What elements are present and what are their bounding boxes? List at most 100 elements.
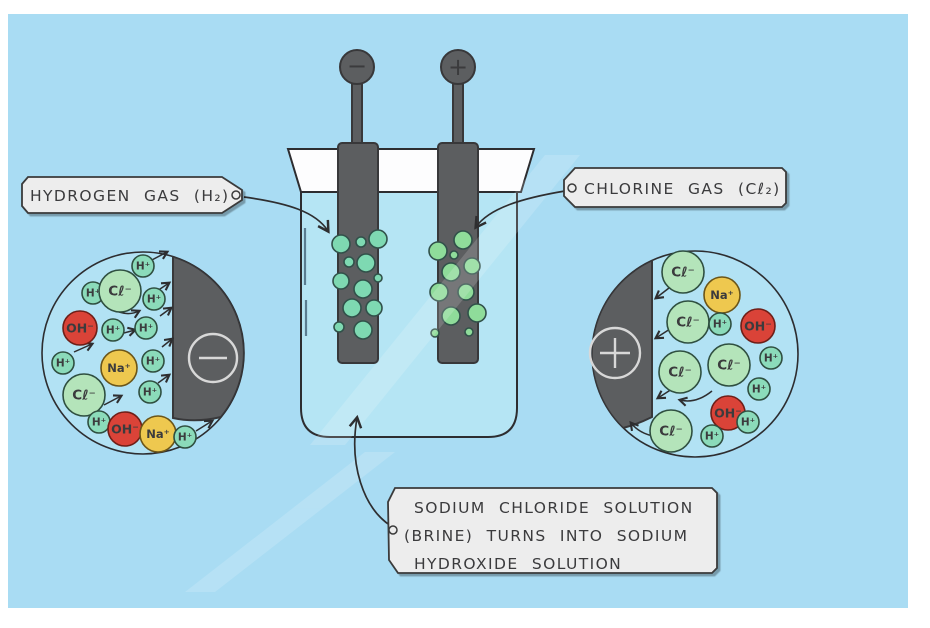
- streak: [310, 155, 580, 445]
- ion-Cl: [661, 250, 705, 294]
- drift-arrow: [157, 375, 169, 384]
- ion-label: Cℓ⁻: [717, 358, 740, 374]
- ion-H: [138, 380, 162, 404]
- ion-label: OH⁻: [714, 406, 742, 421]
- ion-H: [747, 377, 771, 401]
- ion-label: H⁺: [143, 387, 157, 399]
- anode-terminal-sign: +: [448, 53, 468, 81]
- gas-bubble: [464, 327, 474, 337]
- gas-bubble: [365, 299, 383, 317]
- ion-label: Cℓ⁻: [72, 388, 95, 404]
- ion-label: H⁺: [92, 417, 106, 429]
- hydrogen-arrow: [243, 196, 330, 234]
- ion-label: H⁺: [713, 319, 727, 331]
- drift-arrow: [161, 339, 172, 348]
- ion-Cl: [62, 373, 106, 417]
- ion-label: H⁺: [764, 353, 778, 365]
- anode-inset: Cℓ⁻Na⁺Cℓ⁻H⁺OH⁻Cℓ⁻H⁺Cℓ⁻H⁺OH⁻H⁺Cℓ⁻H⁺: [588, 250, 799, 458]
- gas-bubble: [463, 257, 481, 275]
- chlorine-bubbles: [428, 230, 487, 338]
- gas-bubble: [430, 328, 440, 338]
- hydrogen-gas-tag: HYDROGEN GAS (H₂): [21, 176, 243, 214]
- drift-arrow: [159, 308, 171, 317]
- ion-label: H⁺: [86, 288, 100, 300]
- ion-Cl: [707, 343, 751, 387]
- ion-label: H⁺: [705, 431, 719, 443]
- cathode-stem: [351, 79, 363, 151]
- streak: [185, 452, 395, 592]
- drift-arrow: [195, 421, 212, 432]
- ion-label: OH⁻: [111, 422, 139, 437]
- brine-label-line1: SODIUM CHLORIDE SOLUTION: [414, 499, 694, 517]
- ion-label: H⁺: [147, 294, 161, 306]
- tag-knob-icon: [388, 525, 398, 535]
- tag-shape: [563, 167, 787, 208]
- ion-OH: [740, 308, 776, 344]
- ion-H: [173, 425, 197, 449]
- gas-bubble: [457, 283, 475, 301]
- hydrogen-gas-label: HYDROGEN GAS (H₂): [30, 187, 230, 205]
- tag-knob-icon: [567, 183, 577, 193]
- ion-label: Cℓ⁻: [668, 365, 691, 381]
- tag-shape: [21, 176, 243, 214]
- ion-label: Na⁺: [107, 361, 130, 375]
- gas-bubble: [343, 256, 355, 268]
- drift-arrow: [123, 330, 135, 333]
- gas-bubble: [353, 320, 373, 340]
- plus-ring-icon: [588, 326, 642, 380]
- gas-bubble: [429, 282, 449, 302]
- ion-H: [134, 316, 158, 340]
- callout-arrows: [243, 190, 566, 527]
- gas-bubble: [467, 303, 487, 323]
- beaker-rim-band: [286, 148, 536, 193]
- ion-label: H⁺: [139, 323, 153, 335]
- brine-label-line2: (BRINE) TURNS INTO SODIUM: [404, 527, 688, 545]
- chlorine-gas-tag: CHLORINE GAS (Cℓ₂): [563, 167, 787, 208]
- ion-OH: [62, 310, 98, 346]
- gas-bubble: [342, 298, 362, 318]
- ions-right: Cℓ⁻Na⁺Cℓ⁻H⁺OH⁻Cℓ⁻H⁺Cℓ⁻H⁺OH⁻H⁺Cℓ⁻H⁺: [649, 250, 783, 453]
- ion-H: [51, 351, 75, 375]
- ion-H: [759, 346, 783, 370]
- cathode-terminal: [339, 49, 375, 85]
- ion-label: Na⁺: [146, 427, 169, 441]
- anode-terminal: [440, 49, 476, 85]
- ion-label: H⁺: [146, 356, 160, 368]
- beaker: [286, 148, 536, 438]
- gas-bubble: [441, 262, 461, 282]
- ion-H: [142, 287, 166, 311]
- gas-bubble: [332, 272, 350, 290]
- ion-H: [708, 312, 732, 336]
- gas-bubble: [428, 241, 448, 261]
- gas-bubble: [356, 253, 376, 273]
- ion-label: OH⁻: [66, 321, 94, 336]
- gas-bubble: [368, 229, 388, 249]
- ion-label: Cℓ⁻: [676, 315, 699, 331]
- chlorine-gas-label: CHLORINE GAS (Cℓ₂): [584, 180, 781, 198]
- ion-H: [131, 254, 155, 278]
- gas-bubble: [449, 250, 459, 260]
- brine-arrow: [348, 414, 392, 527]
- cathode-terminal-sign: −: [347, 52, 367, 80]
- ion-label: Cℓ⁻: [659, 424, 682, 440]
- ion-label: H⁺: [178, 432, 192, 444]
- drift-arrow: [680, 390, 713, 401]
- gas-bubble: [353, 279, 373, 299]
- gas-bubble: [355, 236, 367, 248]
- ion-label: Na⁺: [710, 288, 733, 302]
- ion-label: H⁺: [106, 325, 120, 337]
- drift-arrow: [656, 328, 671, 338]
- minus-ring-icon: [187, 332, 239, 384]
- gas-bubble: [331, 234, 351, 254]
- gas-bubble: [441, 306, 461, 326]
- gas-bubble: [333, 321, 345, 333]
- ions-left: H⁺H⁺Cℓ⁻H⁺OH⁻H⁺H⁺H⁺Na⁺H⁺Cℓ⁻H⁺H⁺OH⁻Na⁺H⁺: [51, 254, 197, 453]
- ion-Cl: [649, 409, 693, 453]
- drift-arrow: [73, 344, 92, 353]
- drift-arrow: [103, 396, 121, 406]
- gas-bubble: [373, 273, 383, 283]
- ion-label: Cℓ⁻: [671, 265, 694, 281]
- ion-label: OH⁻: [744, 319, 772, 334]
- tag-knob-icon: [231, 190, 241, 200]
